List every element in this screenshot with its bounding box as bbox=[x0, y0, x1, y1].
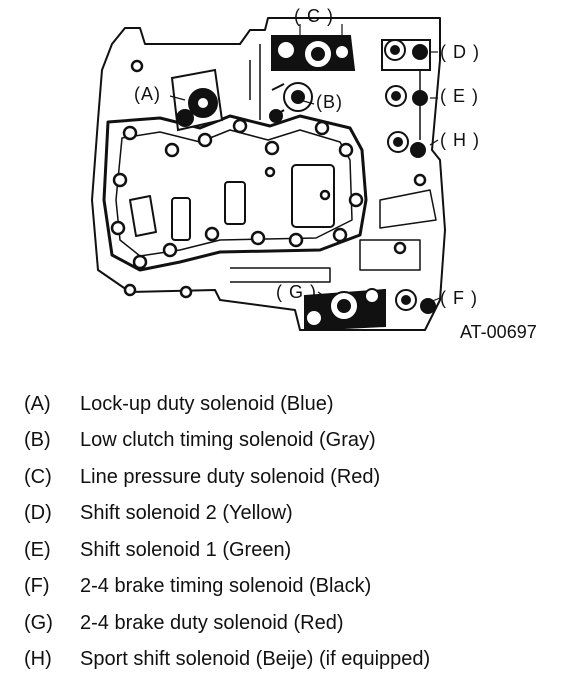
legend-text: Line pressure duty solenoid (Red) bbox=[80, 465, 381, 488]
legend-item: (F) 2-4 brake timing solenoid (Black) bbox=[24, 569, 564, 606]
valve-body-outline bbox=[91, 17, 446, 331]
legend-key: (G) bbox=[24, 611, 53, 634]
solenoid-f bbox=[395, 289, 436, 314]
figure-code: AT-00697 bbox=[460, 322, 537, 342]
legend-item: (B) Low clutch timing solenoid (Gray) bbox=[24, 423, 564, 460]
solenoid-a bbox=[170, 68, 224, 132]
legend-item: (D) Shift solenoid 2 (Yellow) bbox=[24, 496, 564, 533]
legend-text: 2-4 brake timing solenoid (Black) bbox=[80, 575, 372, 598]
callout-d: ( D ) bbox=[440, 42, 480, 62]
legend-text: Lock-up duty solenoid (Blue) bbox=[80, 392, 334, 415]
legend-key: (A) bbox=[24, 392, 51, 415]
solenoid-d bbox=[381, 39, 431, 71]
legend-text: Shift solenoid 2 (Yellow) bbox=[80, 502, 293, 525]
legend-item: (E) Shift solenoid 1 (Green) bbox=[24, 532, 564, 569]
legend-text: Low clutch timing solenoid (Gray) bbox=[80, 429, 376, 452]
solenoid-c bbox=[271, 35, 356, 71]
legend-key: (H) bbox=[24, 648, 52, 671]
callout-h: ( H ) bbox=[440, 130, 480, 150]
callout-c: ( C ) bbox=[294, 6, 334, 26]
callout-b: (B) bbox=[316, 92, 343, 112]
legend-key: (E) bbox=[24, 538, 51, 561]
callout-f: ( F ) bbox=[440, 288, 478, 308]
callout-e: ( E ) bbox=[440, 86, 479, 106]
legend-item: (C) Line pressure duty solenoid (Red) bbox=[24, 459, 564, 496]
legend-item: (G) 2-4 brake duty solenoid (Red) bbox=[24, 605, 564, 642]
legend-key: (F) bbox=[24, 575, 50, 598]
legend-text: Shift solenoid 1 (Green) bbox=[80, 538, 292, 561]
legend-text: Sport shift solenoid (Beije) (if equippe… bbox=[80, 648, 431, 671]
solenoid-b bbox=[269, 82, 313, 123]
callout-a: (A) bbox=[134, 84, 161, 104]
valve-body-diagram bbox=[91, 17, 446, 332]
solenoid-e bbox=[385, 85, 428, 107]
legend-key: (D) bbox=[24, 502, 52, 525]
legend-key: (C) bbox=[24, 465, 52, 488]
legend-item: (A) Lock-up duty solenoid (Blue) bbox=[24, 386, 564, 423]
solenoid-h bbox=[387, 131, 426, 158]
legend-item: (H) Sport shift solenoid (Beije) (if equi… bbox=[24, 642, 564, 679]
callout-g: ( G ) bbox=[276, 282, 317, 302]
legend-text: 2-4 brake duty solenoid (Red) bbox=[80, 611, 344, 634]
solenoid-g bbox=[304, 288, 386, 332]
legend: (A) Lock-up duty solenoid (Blue) (B) Low c… bbox=[24, 386, 564, 678]
legend-key: (B) bbox=[24, 429, 51, 452]
